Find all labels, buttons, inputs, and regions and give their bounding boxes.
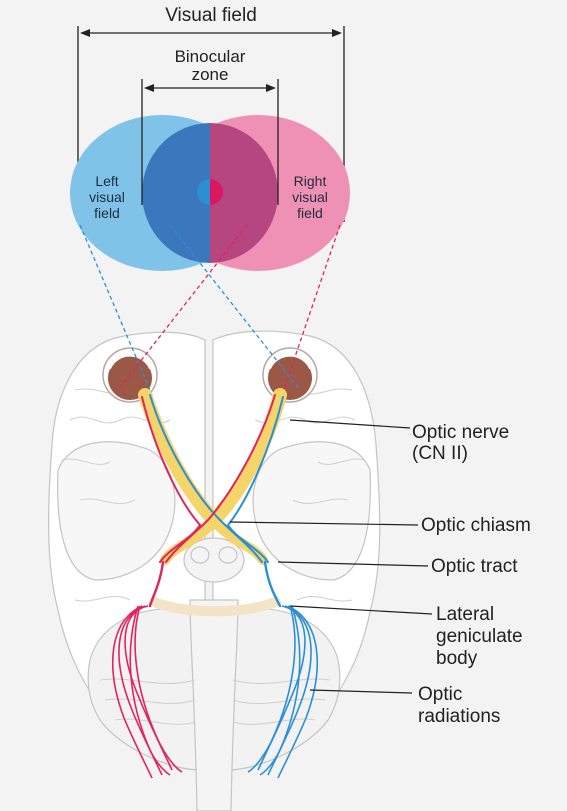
right-radiations — [247, 605, 319, 779]
right-optic-tract — [263, 560, 282, 608]
right-cerebellum — [227, 608, 341, 771]
blue-crossing-fiber — [149, 394, 263, 563]
binocular-label-line2: zone — [192, 65, 229, 84]
right-eye — [262, 347, 318, 403]
red-crossing-fiber — [165, 394, 276, 563]
right-field-label-2: visual — [292, 189, 328, 205]
mammillary-left — [190, 546, 210, 564]
binocular-left-half — [142, 123, 210, 263]
optic-tract-leader — [277, 561, 429, 567]
brainstem — [189, 599, 239, 811]
left-optic-tract — [148, 560, 165, 608]
optic-tract-label: Optic tract — [431, 556, 518, 577]
gyri-texture — [61, 388, 366, 725]
mammillary-right — [218, 546, 238, 564]
optic-pathways — [138, 388, 287, 608]
left-radiations — [111, 605, 183, 779]
radiations-label-1: Optic — [418, 684, 462, 705]
left-field-label-3: field — [94, 205, 120, 221]
visual-fields — [70, 115, 350, 271]
optic-nerve-label: Optic nerve — [412, 422, 509, 443]
binocular-label-line1: Binocular — [175, 47, 246, 66]
optic-nerve-leader — [289, 419, 411, 429]
lgb-label-3: body — [436, 648, 478, 669]
leader-lines — [229, 419, 433, 694]
optic-chiasm-leader — [229, 521, 419, 526]
fixation-right — [210, 179, 223, 205]
geniculate-band — [147, 595, 283, 617]
lgb-leader — [289, 605, 433, 615]
left-field-label-2: visual — [89, 189, 125, 205]
projection-lines — [79, 224, 341, 396]
optic-nerve-sub-label: (CN II) — [412, 443, 468, 464]
brain — [47, 330, 381, 811]
lgb-label-2: geniculate — [436, 626, 523, 647]
left-field-label-1: Left — [95, 173, 118, 189]
binocular-right-half — [210, 123, 278, 263]
left-tract-sheath — [160, 515, 219, 565]
lgb-label-1: Lateral — [436, 604, 494, 625]
left-cerebellum — [87, 608, 201, 771]
right-field-label-1: Right — [294, 173, 327, 189]
radiations-leader — [309, 689, 413, 694]
left-temporal-lobe — [57, 441, 176, 581]
optic-chiasm-label: Optic chiasm — [421, 515, 531, 536]
binocular-zone-bracket — [141, 79, 279, 205]
right-tract-sheath — [209, 515, 268, 565]
blue-uncrossed-fiber — [226, 396, 284, 563]
right-temporal-lobe — [252, 441, 371, 581]
fixation-left — [197, 179, 210, 205]
visual-field-label: Visual field — [165, 5, 257, 26]
right-field-label-3: field — [297, 205, 323, 221]
red-uncrossed-fiber — [141, 396, 202, 563]
radiations-label-2: radiations — [418, 706, 500, 727]
optic-radiations — [111, 605, 319, 779]
